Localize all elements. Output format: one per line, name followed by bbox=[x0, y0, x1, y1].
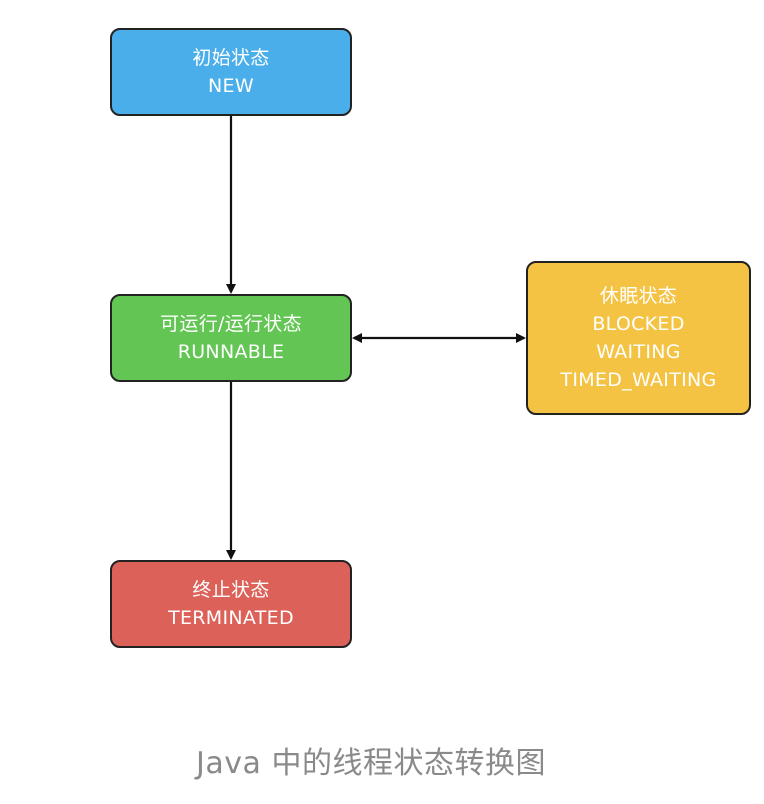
state-node-new-state: NEW bbox=[208, 75, 254, 97]
diagram-caption: Java 中的线程状态转换图 bbox=[196, 746, 546, 781]
state-node-sleep: 休眠状态 BLOCKED WAITING TIMED_WAITING bbox=[526, 261, 751, 415]
state-node-sleep-waiting: WAITING bbox=[596, 341, 681, 363]
state-node-runnable: 可运行/运行状态 RUNNABLE bbox=[110, 294, 352, 382]
state-node-new: 初始状态 NEW bbox=[110, 28, 352, 116]
state-node-sleep-blocked: BLOCKED bbox=[592, 313, 685, 335]
state-node-runnable-state: RUNNABLE bbox=[177, 341, 285, 363]
state-node-terminated-title: 终止状态 bbox=[192, 579, 270, 601]
state-node-sleep-timed-waiting: TIMED_WAITING bbox=[560, 369, 717, 391]
state-node-new-title: 初始状态 bbox=[192, 47, 270, 69]
state-node-terminated-state: TERMINATED bbox=[168, 607, 294, 629]
state-node-runnable-title: 可运行/运行状态 bbox=[160, 313, 302, 335]
state-node-sleep-title: 休眠状态 bbox=[599, 285, 678, 307]
state-node-terminated: 终止状态 TERMINATED bbox=[110, 560, 352, 648]
